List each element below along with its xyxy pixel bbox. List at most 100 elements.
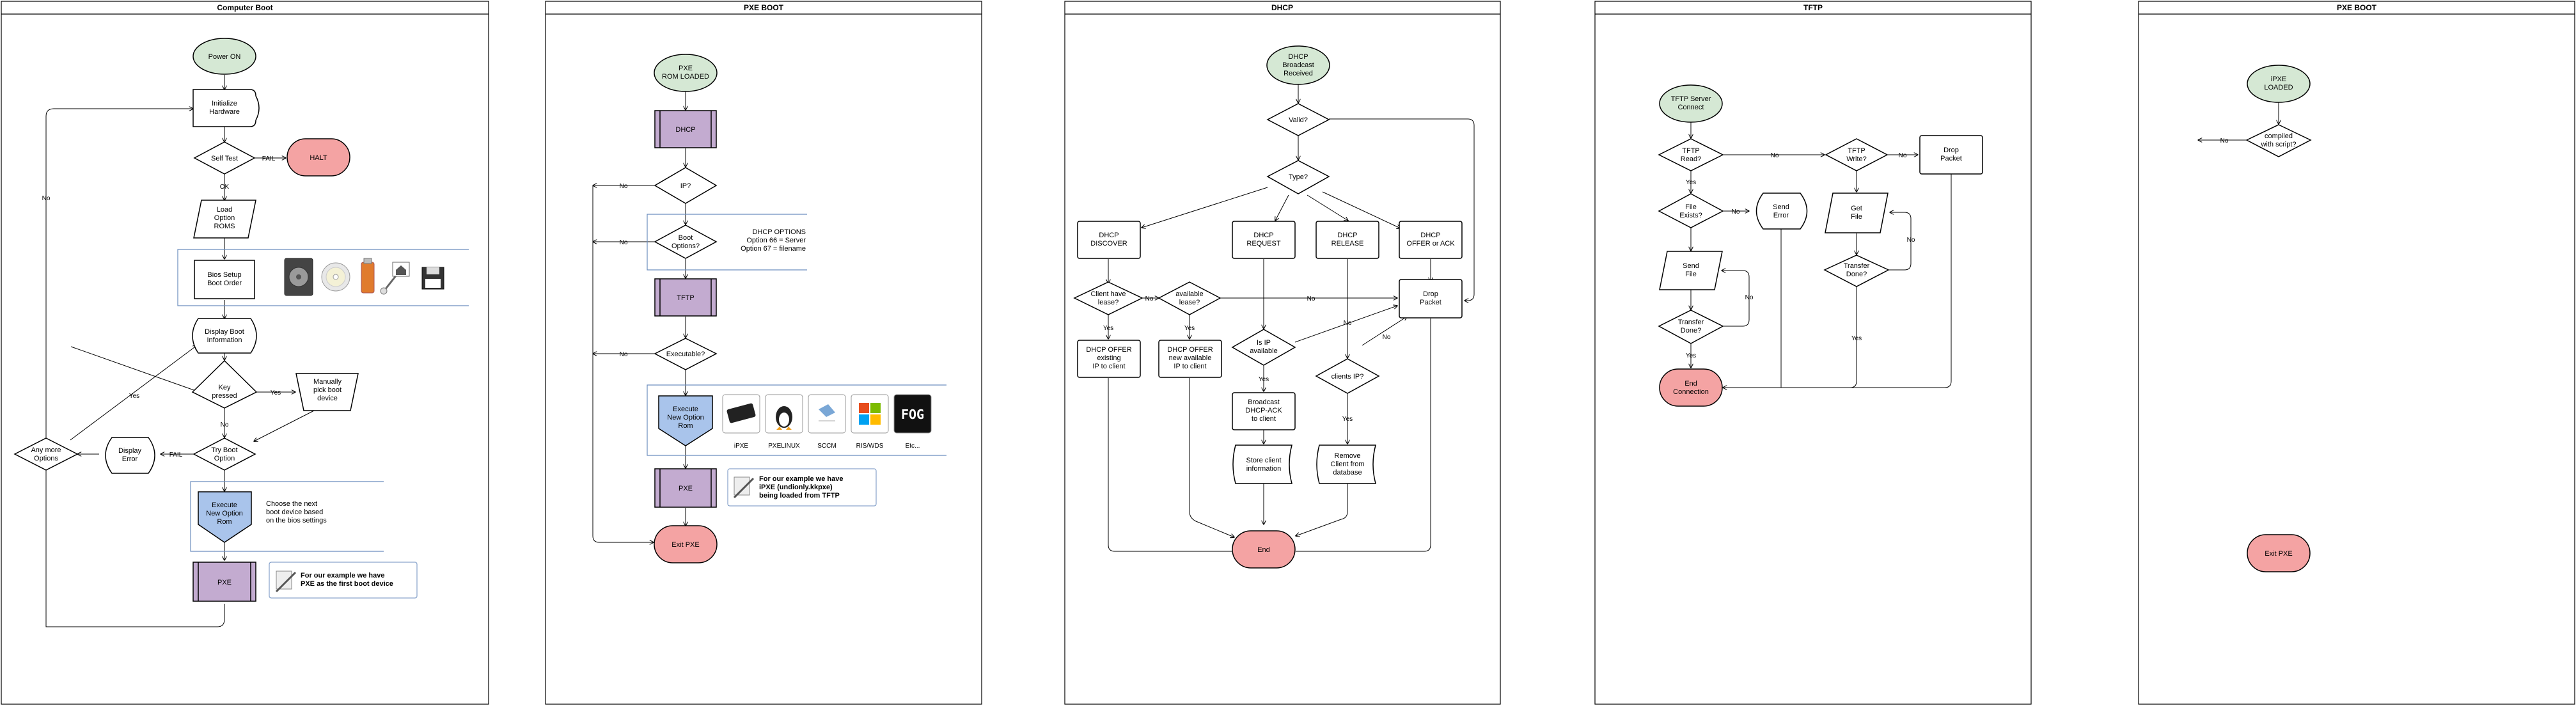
- node-label: PXE: [679, 485, 693, 492]
- pxelinux-icon: PXELINUX: [765, 394, 803, 450]
- node-label: Execute: [212, 501, 237, 509]
- node-label: new available: [1169, 354, 1212, 362]
- ipxe-icon: iPXE: [722, 394, 760, 450]
- usb-drive-icon: [361, 258, 375, 294]
- send-file-node: [1659, 251, 1723, 290]
- note-text: For our example we have: [759, 475, 843, 483]
- display-error-node: [105, 437, 155, 474]
- edge-label-no: No: [1907, 237, 1915, 244]
- note-box: [269, 562, 418, 599]
- dhcp-offer-ack-node: [1399, 221, 1463, 259]
- node-label: ROM LOADED: [662, 73, 709, 81]
- edge-label-yes: Yes: [1686, 179, 1696, 186]
- tftp-flow: No No Yes No No Yes No Yes TFTP Server C…: [1658, 84, 1983, 407]
- clients-ip-decision: [1315, 358, 1380, 394]
- node-label: Connection: [1673, 388, 1709, 396]
- get-file-node: [1825, 193, 1889, 233]
- execute-rom-node: [198, 491, 252, 543]
- node-label: Try Boot: [211, 446, 237, 454]
- lane-title: TFTP: [1803, 3, 1823, 12]
- node-label: End: [1685, 380, 1697, 388]
- tftp-drop-packet-node: [1919, 135, 1983, 175]
- node-label: Send: [1773, 203, 1789, 211]
- node-label: Packet: [1420, 299, 1441, 306]
- try-boot-decision: [192, 437, 256, 471]
- node-label: Transfer: [1678, 319, 1704, 326]
- broadcast-ack-node: [1232, 392, 1296, 430]
- node-label: Initialize: [212, 100, 237, 107]
- pxe-boot-flow: No No No PXE ROM LOADED DHCP IP? Boot Op…: [593, 54, 946, 563]
- node-label: TFTP: [1848, 147, 1865, 155]
- pen-icon: [733, 476, 755, 499]
- send-error-node: [1755, 193, 1808, 230]
- tftp-connect-node: [1659, 84, 1723, 123]
- type-decision: [1266, 160, 1330, 194]
- edge-label-no: No: [221, 421, 229, 429]
- edge-label-no: No: [1344, 320, 1352, 327]
- ipxe-flow: No iPXE LOADED compiled with script? Exi…: [2198, 65, 2312, 572]
- bios-setup-node: [194, 260, 255, 299]
- edge-label-no: No: [1145, 295, 1154, 303]
- tftp-read-decision: [1658, 138, 1724, 171]
- edge-label-no: No: [620, 183, 628, 190]
- node-label: Boot: [679, 234, 693, 242]
- edge-label-yes: Yes: [1103, 325, 1113, 332]
- node-label: DHCP: [1420, 232, 1440, 239]
- node-label: pressed: [212, 392, 237, 400]
- boot-options-group: [647, 214, 807, 271]
- node-label: to client: [1252, 415, 1276, 423]
- ipxe-loaded-node: [2247, 65, 2311, 103]
- edge-label-yes: Yes: [1184, 325, 1195, 332]
- node-label: File: [1851, 213, 1862, 221]
- node-label: Key: [219, 384, 231, 391]
- node-label: Get: [1851, 205, 1862, 212]
- node-label: Remove: [1335, 452, 1361, 460]
- node-label: available: [1250, 347, 1277, 355]
- valid-decision: [1266, 103, 1330, 136]
- note-text: PXE as the first boot device: [301, 580, 393, 588]
- manual-pick-node: [295, 373, 359, 411]
- self-test-decision: [193, 141, 256, 175]
- node-label: Information: [207, 336, 242, 344]
- node-label: Options?: [671, 242, 700, 250]
- edge-label-no: No: [2220, 138, 2229, 145]
- node-label: Self Test: [211, 155, 238, 162]
- edge-label-yes: Yes: [129, 393, 139, 400]
- end-connection-node: [1659, 368, 1723, 407]
- floppy-disk-icon: [421, 267, 444, 290]
- node-label: End: [1257, 546, 1270, 554]
- node-label: Error: [1773, 212, 1789, 219]
- tftp-write-decision: [1825, 138, 1889, 171]
- lane-ipxe: PXE BOOT: [2138, 1, 2575, 705]
- next-device-note: on the bios settings: [266, 517, 327, 524]
- node-label: Manually: [313, 378, 342, 386]
- windows-icon: RIS/WDS: [851, 394, 889, 450]
- node-label: Execute: [673, 405, 698, 413]
- edge-label-no: No: [620, 239, 628, 246]
- key-pressed-decision: [191, 359, 258, 409]
- edge-label-fail: FAIL: [169, 452, 183, 459]
- svg-text:FOG: FOG: [901, 407, 924, 422]
- boot-label: iPXE: [734, 443, 749, 450]
- node-label: REQUEST: [1246, 240, 1280, 248]
- node-label: IP to client: [1092, 363, 1125, 370]
- hard-drive-icon: [284, 258, 313, 296]
- node-label: Option: [214, 455, 235, 462]
- store-info-node: [1232, 444, 1292, 484]
- node-label: Exit PXE: [2265, 550, 2292, 558]
- edge-label-no: No: [1745, 294, 1754, 301]
- boot-label: Etc...: [906, 443, 920, 450]
- node-label: HALT: [310, 154, 327, 162]
- edge-label-no: No: [1307, 295, 1315, 303]
- pxe-process-node: [654, 468, 717, 508]
- sccm-icon: SCCM: [808, 394, 846, 450]
- node-label: DISCOVER: [1090, 240, 1127, 248]
- available-lease-decision: [1158, 281, 1221, 315]
- dhcp-options-text: Option 67 = filename: [741, 245, 806, 253]
- initialize-hardware-node: [192, 89, 260, 127]
- node-label: TFTP: [1682, 147, 1700, 155]
- node-label: information: [1246, 465, 1281, 473]
- edge-label-fail: FAIL: [262, 155, 276, 162]
- node-label: Rom: [217, 518, 232, 526]
